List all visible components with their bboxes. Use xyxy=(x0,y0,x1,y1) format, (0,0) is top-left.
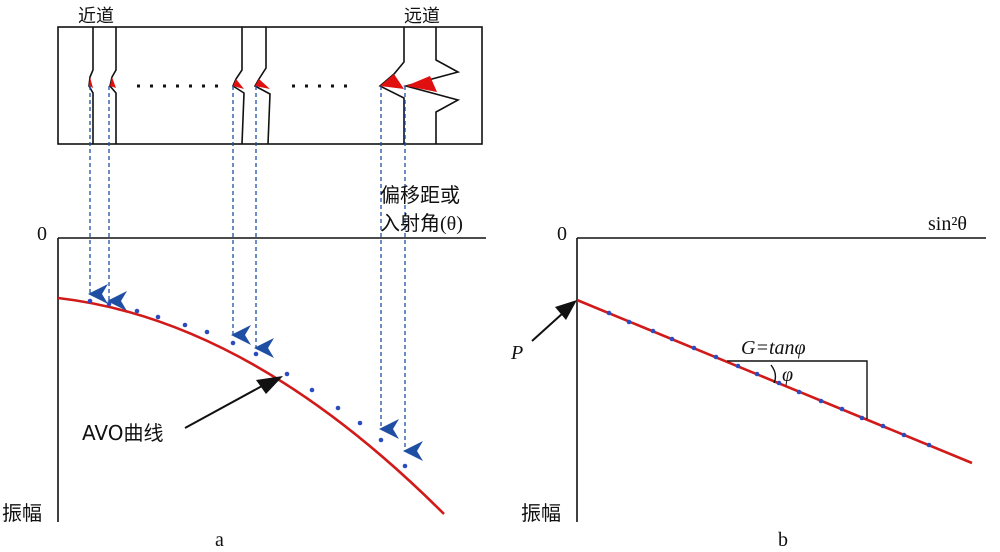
data-point xyxy=(735,363,741,369)
data-point xyxy=(284,371,290,377)
data-point xyxy=(626,319,632,325)
far-trace-label: 远道 xyxy=(404,6,440,27)
data-point xyxy=(880,423,886,429)
data-point xyxy=(650,328,656,334)
intercept-arrow xyxy=(531,312,564,342)
panel-a-plot: AVO曲线 0 偏移距或 入射角(θ) 振幅 a xyxy=(2,184,486,551)
avo-curve-label: AVO曲线 xyxy=(82,421,163,445)
curve-label-arrow xyxy=(184,385,263,429)
avo-curve xyxy=(57,296,445,515)
trace-near-1 xyxy=(88,27,94,144)
trace-far-2 xyxy=(402,27,461,144)
data-point xyxy=(253,351,259,357)
data-point xyxy=(754,371,760,377)
data-point xyxy=(378,437,384,443)
data-point xyxy=(155,314,161,320)
angle-arc xyxy=(770,364,777,384)
data-point xyxy=(309,387,315,393)
data-point xyxy=(901,432,907,438)
data-point xyxy=(776,380,782,386)
data-point xyxy=(859,415,865,421)
data-point xyxy=(87,298,93,304)
panel-b-plot: G=tanφ φ P 0 sin²θ 振幅 b xyxy=(510,213,986,551)
data-point xyxy=(669,336,675,342)
curve-label-arrowhead xyxy=(256,376,283,394)
avo-curve-points xyxy=(87,298,408,469)
panel-a-x-label-line1: 偏移距或 xyxy=(380,184,460,207)
panel-a-x-label-line2: 入射角(θ) xyxy=(380,212,463,235)
trace-far-1 xyxy=(378,27,405,144)
data-point xyxy=(335,405,341,411)
data-point xyxy=(796,389,802,395)
panel-b-origin: 0 xyxy=(557,223,567,245)
projection-arrows xyxy=(88,86,423,461)
panel-a-origin: 0 xyxy=(37,223,47,245)
data-point xyxy=(713,354,719,360)
panel-b-x-label: sin²θ xyxy=(928,213,967,235)
intercept-label: P xyxy=(510,342,523,364)
data-point xyxy=(926,442,932,448)
data-point xyxy=(204,329,210,335)
intercept-arrowhead xyxy=(555,300,577,320)
panel-b-caption: b xyxy=(778,529,788,551)
seismic-gather: 近道 远道 xyxy=(57,6,483,145)
data-point xyxy=(818,398,824,404)
data-point xyxy=(839,406,845,412)
trace-near-2 xyxy=(109,27,117,144)
near-trace-label: 近道 xyxy=(78,6,114,27)
data-point xyxy=(691,345,697,351)
data-point xyxy=(606,310,612,316)
data-point xyxy=(182,322,188,328)
panel-a-caption: a xyxy=(215,529,224,551)
panel-b-y-label: 振幅 xyxy=(521,501,561,525)
gradient-triangle xyxy=(727,360,868,419)
data-point xyxy=(357,420,363,426)
trace-mid-1 xyxy=(231,27,245,145)
data-point xyxy=(402,463,408,469)
gradient-line-points xyxy=(606,310,932,448)
angle-label: φ xyxy=(782,364,793,386)
panel-a-y-label: 振幅 xyxy=(2,501,42,525)
gradient-label: G=tanφ xyxy=(741,337,806,359)
data-point xyxy=(230,340,236,346)
data-point xyxy=(106,301,112,307)
data-point xyxy=(134,308,140,314)
gather-frame xyxy=(57,26,483,145)
trace-mid-2 xyxy=(253,27,271,145)
